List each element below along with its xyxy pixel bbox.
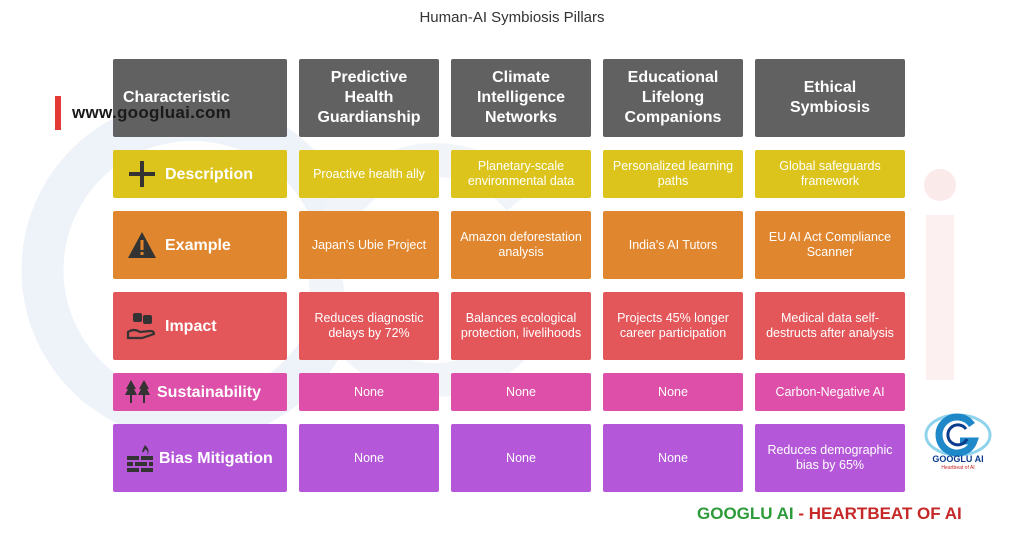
cell-sustainability-4: Carbon-Negative AI — [755, 373, 905, 411]
logo-name: GOOGLU AI — [932, 454, 984, 464]
header-predictive-health: Predictive Health Guardianship — [299, 59, 439, 137]
cell-text: Carbon-Negative AI — [775, 384, 885, 399]
header-educational-companions: Educational Lifelong Companions — [603, 59, 743, 137]
header-label: Characteristic — [123, 89, 230, 106]
hand-dice-icon — [125, 309, 159, 343]
cell-bias-mitigation-2: None — [451, 424, 591, 492]
cell-bias-mitigation-1: None — [299, 424, 439, 492]
cell-text: Reduces demographic bias by 65% — [767, 443, 893, 472]
header-label: Ethical Symbiosis — [789, 79, 871, 116]
cell-text: Global safeguards framework — [779, 159, 881, 188]
row-label: Description — [165, 165, 254, 183]
row-head-example: Example — [113, 211, 287, 279]
cell-description-1: Proactive health ally — [299, 150, 439, 198]
trees-icon — [123, 375, 153, 409]
header-ethical-symbiosis: Ethical Symbiosis — [755, 59, 905, 137]
cell-text: Personalized learning paths — [612, 159, 734, 188]
cell-bias-mitigation-4: Reduces demographic bias by 65% — [755, 424, 905, 492]
cell-text: India's AI Tutors — [628, 237, 718, 252]
cell-description-2: Planetary-scale environmental data — [451, 150, 591, 198]
cell-text: EU AI Act Compliance Scanner — [768, 230, 892, 259]
row-label: Sustainability — [157, 383, 262, 401]
cell-impact-3: Projects 45% longer career participation — [603, 292, 743, 360]
row-head-bias-mitigation: Bias Mitigation — [113, 424, 287, 492]
cell-sustainability-3: None — [603, 373, 743, 411]
cell-example-3: India's AI Tutors — [603, 211, 743, 279]
cell-text: Reduces diagnostic delays by 72% — [314, 311, 424, 340]
cell-text: Amazon deforestation analysis — [460, 230, 582, 259]
footer-brand-name: GOOGLU AI — [697, 504, 794, 523]
cell-text: Balances ecological protection, liveliho… — [460, 311, 582, 340]
footer-dash: - — [793, 504, 809, 523]
cell-impact-1: Reduces diagnostic delays by 72% — [299, 292, 439, 360]
cell-text: None — [354, 384, 384, 399]
header-label: Climate Intelligence Networks — [476, 69, 566, 126]
cell-impact-2: Balances ecological protection, liveliho… — [451, 292, 591, 360]
header-climate-intelligence: Climate Intelligence Networks — [451, 59, 591, 137]
cell-text: Proactive health ally — [313, 166, 425, 181]
warning-icon — [125, 228, 159, 262]
header-label: Predictive Health Guardianship — [317, 69, 421, 126]
cell-text: None — [506, 384, 536, 399]
cell-text: Japan's Ubie Project — [311, 237, 427, 252]
cell-impact-4: Medical data self-destructs after analys… — [755, 292, 905, 360]
cell-text: None — [354, 450, 384, 465]
googlu-logo-icon — [924, 413, 992, 457]
cell-example-2: Amazon deforestation analysis — [451, 211, 591, 279]
cell-sustainability-1: None — [299, 373, 439, 411]
cell-sustainability-2: None — [451, 373, 591, 411]
row-head-sustainability: Sustainability — [113, 373, 287, 411]
brick-fire-icon — [125, 441, 155, 475]
row-label: Impact — [165, 317, 217, 335]
header-label: Educational Lifelong Companions — [624, 69, 722, 126]
cell-description-4: Global safeguards framework — [755, 150, 905, 198]
page-title: Human-AI Symbiosis Pillars — [419, 9, 605, 26]
plus-icon — [125, 157, 159, 191]
cell-text: Medical data self-destructs after analys… — [766, 311, 894, 340]
footer-tagline: HEARTBEAT OF AI — [808, 504, 962, 523]
cell-description-3: Personalized learning paths — [603, 150, 743, 198]
cell-example-4: EU AI Act Compliance Scanner — [755, 211, 905, 279]
cell-text: None — [658, 384, 688, 399]
cell-text: None — [506, 450, 536, 465]
row-label: Example — [165, 236, 231, 254]
row-head-description: Description — [113, 150, 287, 198]
cell-text: Projects 45% longer career participation — [617, 311, 729, 340]
cell-example-1: Japan's Ubie Project — [299, 211, 439, 279]
row-head-impact: Impact — [113, 292, 287, 360]
footer-brand: GOOGLU AI - HEARTBEAT OF AI — [697, 504, 962, 524]
header-characteristic: Characteristic — [113, 59, 287, 137]
site-marker-bar — [55, 96, 61, 130]
logo-tagline: Heartbeat of AI — [941, 465, 975, 471]
cell-text: Planetary-scale environmental data — [467, 159, 575, 188]
site-url: www.googluai.com — [72, 103, 232, 122]
cell-bias-mitigation-3: None — [603, 424, 743, 492]
cell-text: None — [658, 450, 688, 465]
row-label: Bias Mitigation — [159, 449, 273, 467]
